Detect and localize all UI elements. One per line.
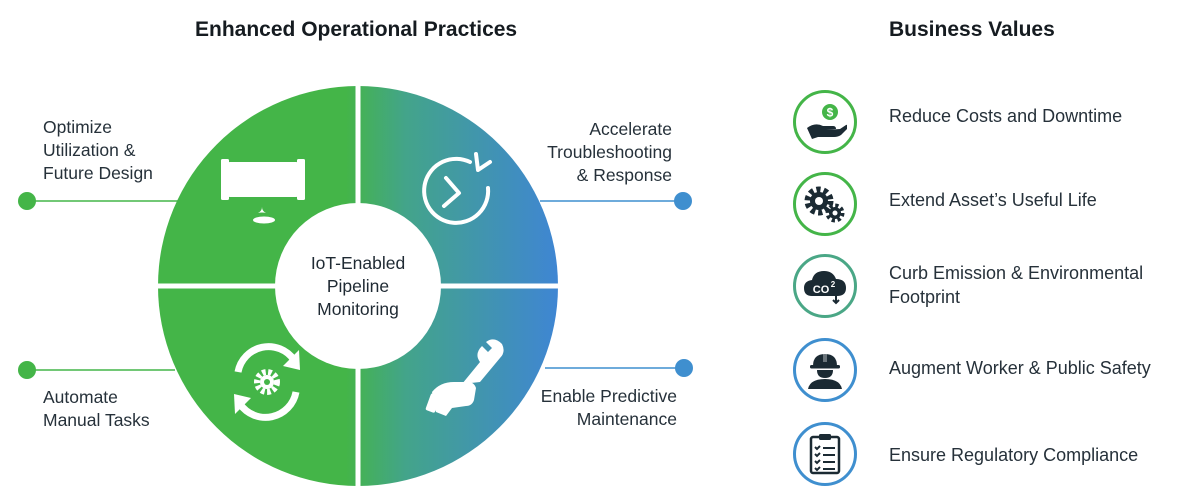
quadrant-label-automate: Automate Manual Tasks: [43, 386, 150, 432]
quadrant-label-accelerate: Accelerate Troubleshooting & Response: [547, 118, 672, 187]
label-line: Enable Predictive: [540, 386, 677, 406]
label-line: Extend Asset’s Useful Life: [889, 190, 1097, 210]
value-label-extend-asset: Extend Asset’s Useful Life: [889, 188, 1097, 212]
section-title-practices: Enhanced Operational Practices: [195, 18, 518, 41]
section-title-business-values: Business Values: [889, 18, 1055, 41]
connector-dot-accelerate: [674, 192, 692, 210]
connector-dot-optimize: [18, 192, 36, 210]
value-label-reduce-costs: Reduce Costs and Downtime: [889, 104, 1122, 128]
wrench-hand-icon: [425, 339, 504, 416]
value-icon-circle: $: [793, 90, 857, 154]
label-line: Manual Tasks: [43, 410, 150, 430]
value-icon-circle: [793, 172, 857, 236]
gear-cycle-icon: [234, 343, 300, 421]
value-label-worker-safety: Augment Worker & Public Safety: [889, 356, 1151, 380]
value-icon-circle: [793, 338, 857, 402]
clock-refresh-icon: [422, 152, 492, 225]
svg-text:CO: CO: [813, 284, 830, 296]
label-line: Optimize: [43, 117, 113, 137]
connector-dot-automate: [18, 361, 36, 379]
center-line: Monitoring: [317, 299, 399, 319]
label-line: Reduce Costs and Downtime: [889, 106, 1123, 126]
clipboard-checklist-icon: [809, 434, 841, 475]
label-line: Augment Worker & Public Safety: [889, 358, 1151, 378]
pipeline-leak-icon: [221, 159, 305, 224]
label-line: Maintenance: [576, 409, 677, 429]
value-label-regulatory: Ensure Regulatory Compliance: [889, 443, 1138, 467]
connector-dot-predictive: [675, 359, 693, 377]
co2-cloud-icon: CO 2: [804, 271, 846, 305]
center-title: IoT-Enabled Pipeline Monitoring: [278, 252, 438, 321]
quadrant-label-optimize: Optimize Utilization & Future Design: [43, 116, 153, 185]
quadrant-label-predictive: Enable Predictive Maintenance: [541, 385, 677, 431]
label-line: Future Design: [43, 163, 153, 183]
label-line: Curb Emission & Environmental: [889, 263, 1144, 283]
label-line: Utilization &: [43, 140, 136, 160]
label-line: Ensure Regulatory Compliance: [889, 445, 1139, 465]
label-line: Automate: [43, 387, 118, 407]
value-icon-circle: [793, 422, 857, 486]
label-line: Accelerate: [589, 119, 672, 139]
label-line: Footprint: [889, 287, 961, 307]
center-line: IoT-Enabled: [310, 253, 406, 273]
hand-dollar-icon: $: [807, 104, 847, 139]
svg-text:2: 2: [831, 280, 836, 289]
value-icon-circle: CO 2: [793, 254, 857, 318]
value-label-curb-emission: Curb Emission & Environmental Footprint: [889, 261, 1143, 309]
wheel-center-hub: [275, 203, 441, 369]
gears-icon: [804, 186, 845, 223]
center-line: Pipeline: [326, 276, 390, 296]
label-line: Troubleshooting: [547, 142, 672, 162]
label-line: & Response: [576, 165, 672, 185]
worker-helmet-icon: [808, 354, 842, 389]
svg-text:$: $: [827, 106, 834, 120]
